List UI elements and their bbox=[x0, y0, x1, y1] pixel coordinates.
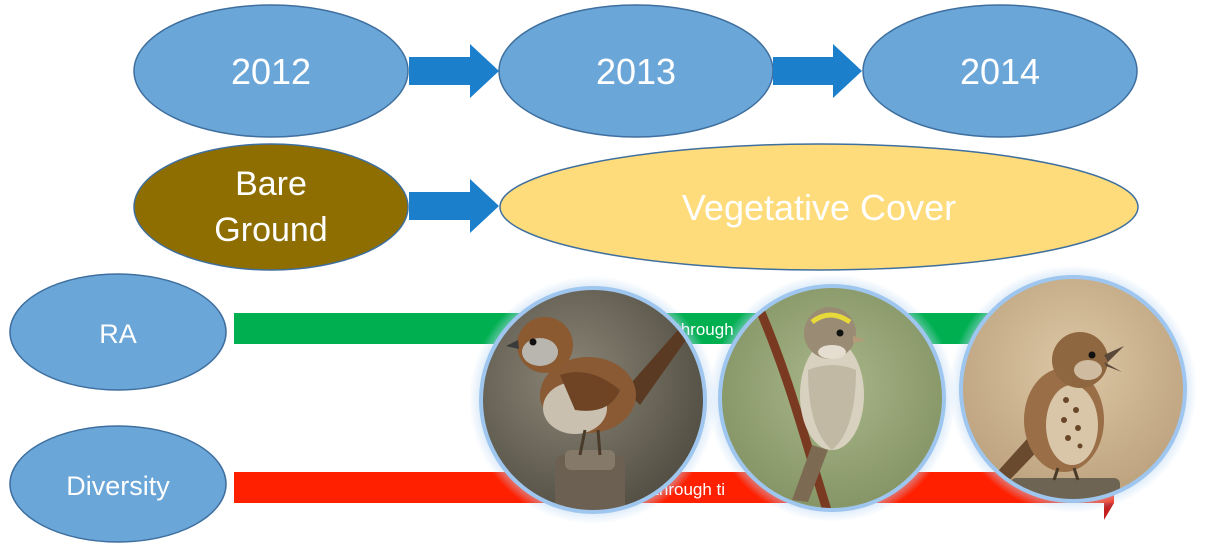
year-2012-label: 2012 bbox=[231, 51, 311, 92]
bare-ground-label-line1: Bare bbox=[235, 165, 307, 203]
year-2014-node: 2014 bbox=[862, 4, 1138, 138]
sparrow-photo-2 bbox=[708, 274, 956, 522]
vegetative-cover-node: Vegetative Cover bbox=[499, 143, 1139, 271]
bare-ground-node: Bare Ground bbox=[133, 143, 409, 271]
year-2012-node: 2012 bbox=[133, 4, 409, 138]
diversity-label: Diversity bbox=[66, 471, 170, 501]
arrow-2012-to-2013 bbox=[409, 44, 499, 98]
sparrow-photo-1 bbox=[469, 276, 717, 524]
bare-ground-label-line2: Ground bbox=[214, 211, 327, 249]
year-2013-node: 2013 bbox=[498, 4, 774, 138]
arrow-bare-to-vegetative bbox=[409, 179, 499, 233]
year-2013-label: 2013 bbox=[596, 51, 676, 92]
arrow-2013-to-2014 bbox=[773, 44, 862, 98]
sparrow-photo-3 bbox=[949, 265, 1197, 513]
vegetative-cover-label: Vegetative Cover bbox=[682, 187, 956, 228]
diversity-node: Diversity bbox=[9, 425, 227, 543]
ra-label: RA bbox=[99, 319, 137, 349]
ra-node: RA bbox=[9, 273, 227, 391]
year-2014-label: 2014 bbox=[960, 51, 1040, 92]
